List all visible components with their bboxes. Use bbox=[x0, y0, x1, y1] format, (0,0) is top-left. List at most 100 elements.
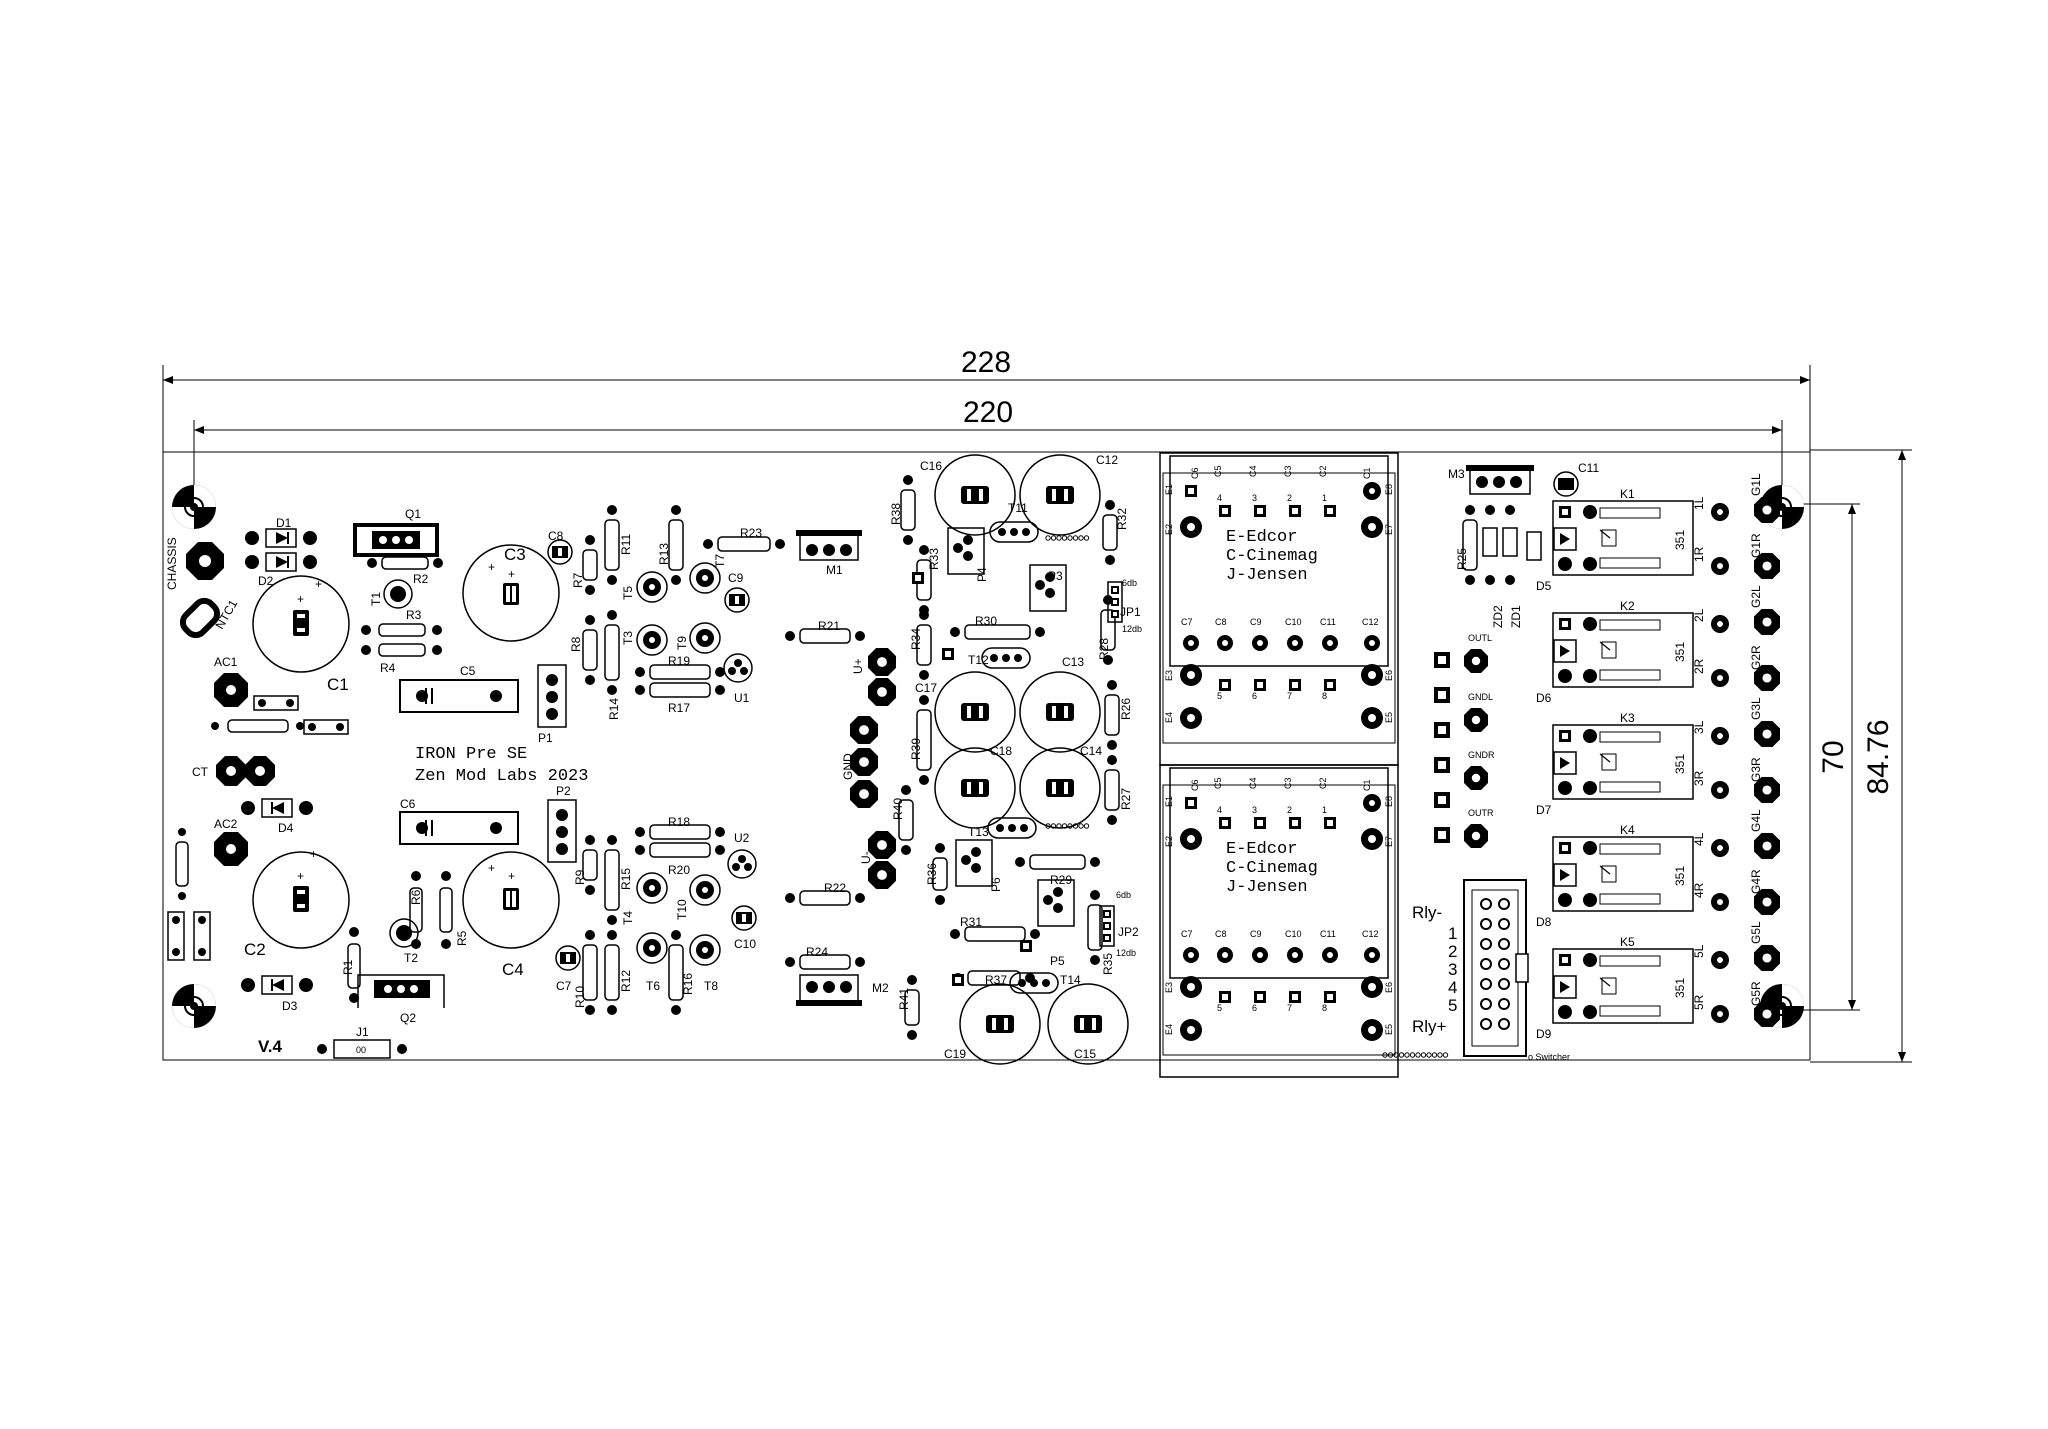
small-capacitor bbox=[547, 539, 573, 565]
pad-label: C4 bbox=[1248, 465, 1258, 477]
label-6db: 6db bbox=[1116, 890, 1131, 900]
label-3r: 3R bbox=[1692, 770, 1706, 786]
label-g2r: G2R bbox=[1749, 645, 1763, 670]
label-c1: C1 bbox=[327, 675, 349, 694]
pad-label: C1 bbox=[1362, 467, 1372, 479]
relay bbox=[1552, 612, 1694, 688]
label-r6: R6 bbox=[409, 889, 423, 905]
label-t3: T3 bbox=[621, 631, 635, 645]
pad-label: C9 bbox=[1250, 617, 1262, 627]
small-transistor bbox=[981, 647, 1031, 669]
resistor bbox=[799, 954, 851, 970]
resistor bbox=[916, 624, 932, 666]
pin-dot bbox=[1442, 1052, 1449, 1058]
pad-number: 6 bbox=[1252, 1003, 1257, 1013]
small-transistor bbox=[1009, 972, 1059, 994]
trimmer bbox=[955, 839, 993, 887]
pad-label: C10 bbox=[1285, 617, 1302, 627]
label-c18: C18 bbox=[990, 744, 1012, 758]
label-r4: R4 bbox=[380, 661, 396, 675]
label-u1: U1 bbox=[734, 691, 750, 705]
label-c10: C10 bbox=[734, 937, 756, 951]
resistor bbox=[668, 944, 684, 1001]
label-outl: OUTL bbox=[1468, 633, 1492, 643]
label-c16: C16 bbox=[920, 459, 942, 473]
label-r38: R38 bbox=[889, 503, 903, 525]
label-4l: 4L bbox=[1692, 832, 1706, 846]
small-transistor bbox=[989, 521, 1039, 543]
resistor bbox=[649, 682, 711, 698]
edge-label: E2 bbox=[1164, 836, 1174, 847]
pad-label: C1 bbox=[1362, 779, 1372, 791]
label-r9: R9 bbox=[573, 869, 587, 885]
label-d9: D9 bbox=[1536, 1027, 1552, 1041]
label-r40: R40 bbox=[891, 798, 905, 820]
label-r37: R37 bbox=[985, 973, 1007, 987]
resistor bbox=[1104, 694, 1120, 736]
label-p3: P3 bbox=[1048, 569, 1063, 583]
svg-text:+: + bbox=[297, 869, 304, 883]
label-r39: R39 bbox=[909, 738, 923, 760]
small-capacitor bbox=[555, 945, 581, 971]
relay-header-label: Rly- bbox=[1412, 903, 1442, 922]
label-c5: C5 bbox=[460, 664, 476, 678]
label-m3: M3 bbox=[1448, 467, 1465, 481]
pin-dot bbox=[1067, 535, 1073, 541]
label-5l: 5L bbox=[1692, 944, 1706, 958]
label-zd2: ZD2 bbox=[1491, 605, 1505, 628]
resistor bbox=[799, 890, 851, 906]
pad-label: C12 bbox=[1362, 617, 1379, 627]
pin-dot bbox=[1067, 823, 1073, 829]
pad-number: 7 bbox=[1287, 1003, 1292, 1013]
dim-hole-spacing: 70 bbox=[1817, 740, 1850, 773]
label-u2: U2 bbox=[734, 831, 750, 845]
label-c14: C14 bbox=[1080, 744, 1102, 758]
pin-dot bbox=[1056, 823, 1062, 829]
pin-dot bbox=[1050, 535, 1057, 541]
resistor bbox=[604, 519, 620, 571]
transistor bbox=[636, 571, 668, 603]
resistor bbox=[582, 549, 598, 581]
transistor bbox=[636, 872, 668, 904]
resistor bbox=[582, 944, 598, 1001]
resistor bbox=[717, 536, 771, 552]
edge-label: E7 bbox=[1384, 524, 1394, 535]
label-c6: C6 bbox=[400, 797, 416, 811]
resistor bbox=[668, 519, 684, 571]
pad-number: 4 bbox=[1217, 493, 1222, 503]
pad-label: C3 bbox=[1283, 777, 1293, 789]
resistor bbox=[898, 799, 914, 841]
label-4r: 4R bbox=[1692, 882, 1706, 898]
resistor bbox=[932, 857, 948, 891]
label-c2: C2 bbox=[244, 940, 266, 959]
board-maker: Zen Mod Labs 2023 bbox=[415, 767, 588, 786]
trimmer bbox=[947, 527, 985, 575]
resistor bbox=[582, 849, 598, 881]
label-c11: C11 bbox=[1578, 461, 1599, 475]
pad-number: 6 bbox=[1252, 691, 1257, 701]
pad-label: C11 bbox=[1320, 617, 1336, 627]
label-gndl: GNDL bbox=[1468, 692, 1493, 702]
label-k1: K1 bbox=[1620, 487, 1635, 501]
label-g1r: G1R bbox=[1749, 533, 1763, 558]
label-ct: CT bbox=[192, 765, 209, 779]
dim-overall-width: 228 bbox=[961, 346, 1011, 379]
pad-number: 8 bbox=[1322, 691, 1327, 701]
electrolytic-capacitor bbox=[934, 671, 1016, 753]
resistor bbox=[1462, 519, 1478, 571]
amp-section: R7R8R9R10R11R12R14R15R13R16R19R17R18R20R… bbox=[547, 505, 889, 1015]
label-m1: M1 bbox=[826, 563, 843, 577]
pad-number: 5 bbox=[1217, 1003, 1222, 1013]
label-1r: 1R bbox=[1692, 546, 1706, 562]
pad-number: 2 bbox=[1287, 493, 1292, 503]
label-d8: D8 bbox=[1536, 915, 1552, 929]
electrolytic-capacitor bbox=[1019, 454, 1101, 536]
resistor bbox=[1029, 854, 1086, 870]
diode-reference bbox=[723, 653, 753, 683]
svg-text:+: + bbox=[315, 577, 322, 591]
label-q2: Q2 bbox=[400, 1011, 416, 1025]
label-d5: D5 bbox=[1536, 579, 1552, 593]
label-c9: C9 bbox=[728, 571, 744, 585]
